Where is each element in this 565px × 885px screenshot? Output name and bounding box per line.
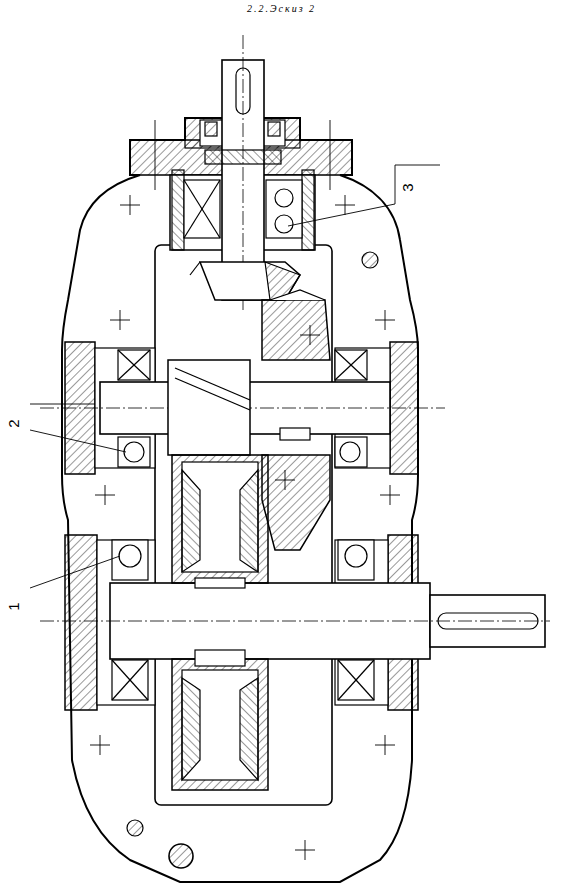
callout-number: 3: [399, 182, 416, 192]
drawing-title: 2.2.Эскиз 2: [247, 4, 316, 14]
callout-number: 2: [5, 418, 22, 428]
callout-number: 1: [5, 601, 22, 611]
